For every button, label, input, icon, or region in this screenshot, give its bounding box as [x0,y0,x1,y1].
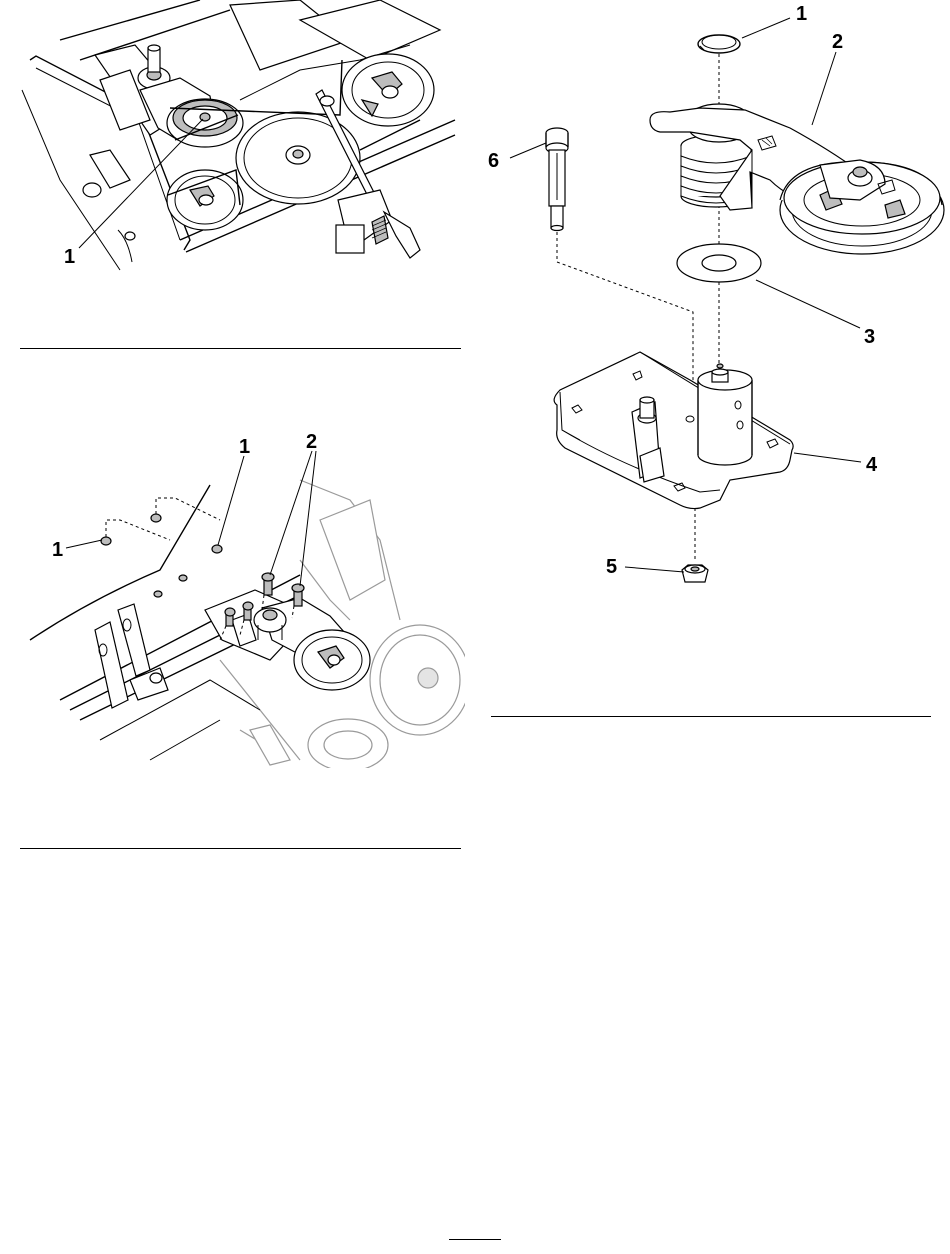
callout-idler-arm: 2 [832,31,843,53]
callout-nut: 5 [606,556,617,578]
figure-idler-exploded-view: 1 2 3 4 5 6 [480,0,945,600]
callout-retaining-ring: 1 [796,3,807,25]
callout-nut-left: 1 [52,539,63,561]
section-divider [491,716,931,717]
figure-idler-mounting-bolts: 1 1 2 [20,425,465,770]
page-footer-mark [449,1239,501,1240]
callout-bracket: 4 [866,454,878,476]
section-divider [20,348,461,349]
callout-bolt: 6 [488,150,499,172]
figure-idler-pulley-location: 1 [20,0,465,275]
callout-washer: 3 [864,326,875,348]
callout-nut-rail: 1 [239,436,250,458]
callout-idler-pulley: 1 [64,246,75,268]
callout-bolts: 2 [306,431,317,453]
section-divider [20,848,461,849]
